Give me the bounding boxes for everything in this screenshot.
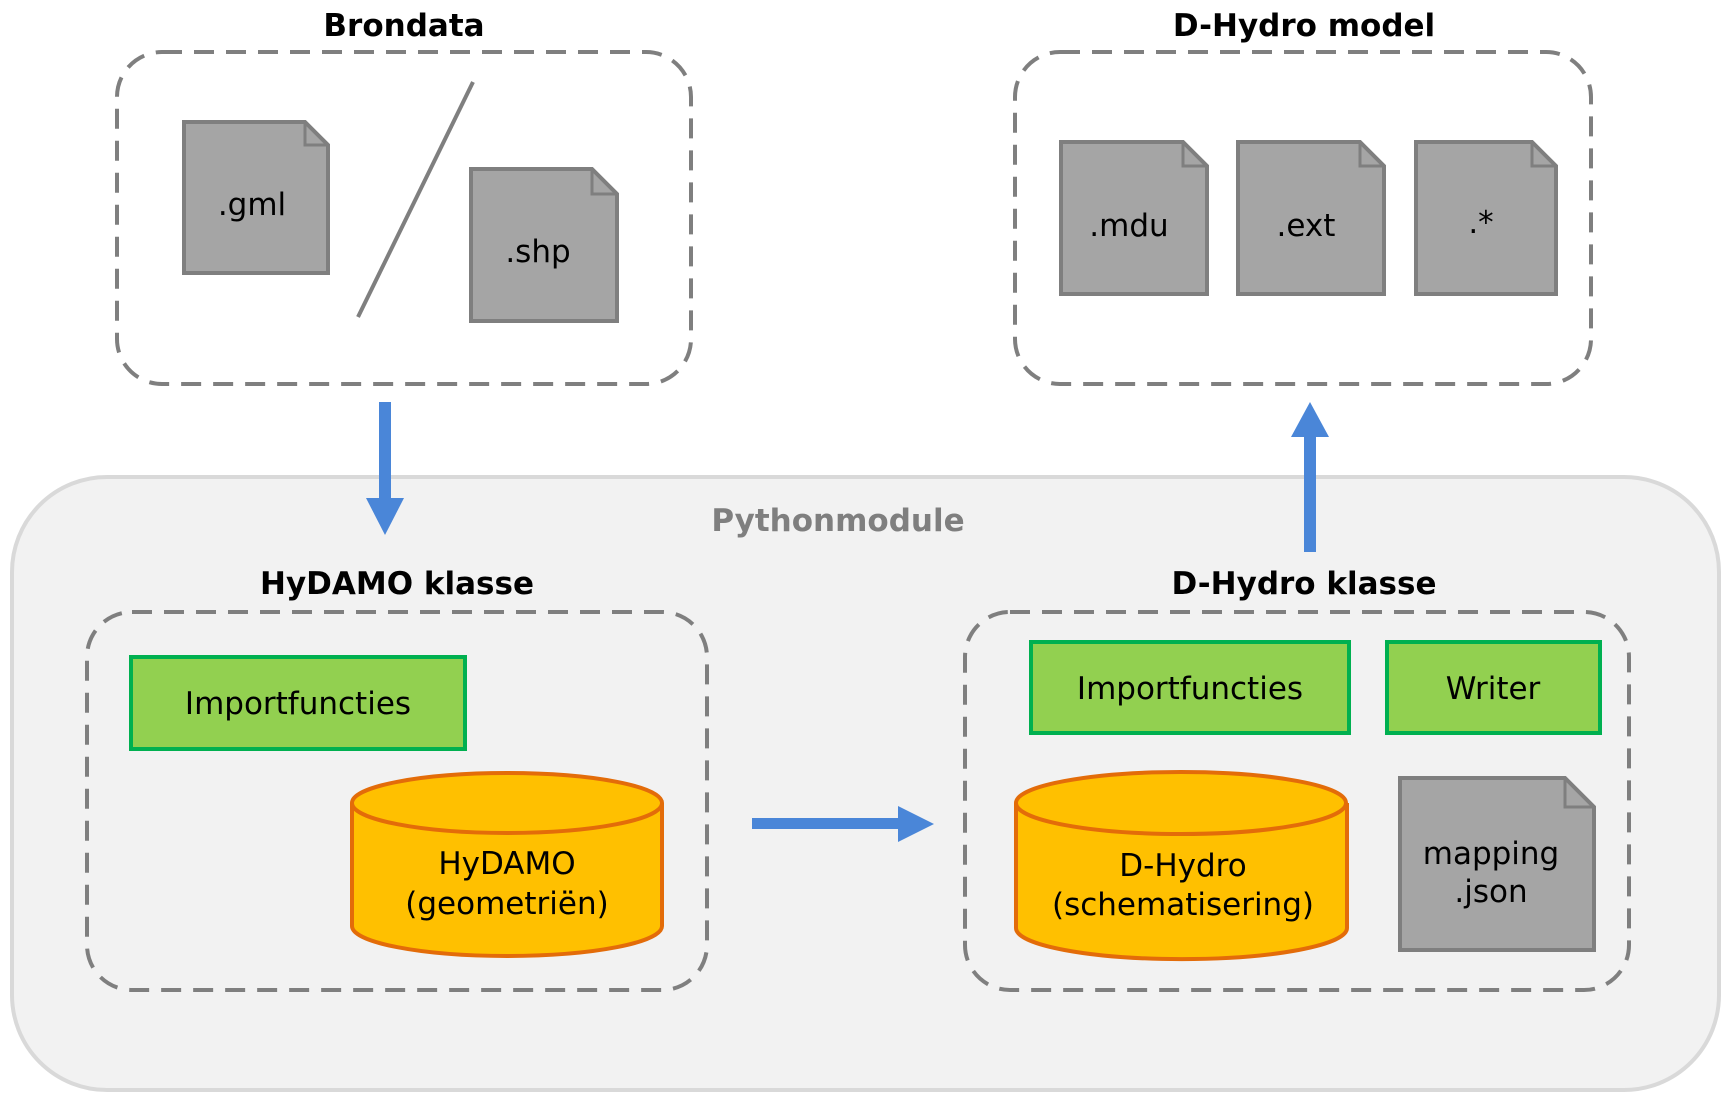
- dhydro-importfuncties-box: Importfuncties: [1029, 640, 1351, 735]
- mdu-file-label: .mdu: [1089, 208, 1168, 244]
- ext-file-icon: .ext: [1236, 140, 1386, 296]
- dhydro-model-title: D-Hydro model: [1173, 8, 1435, 44]
- hydamo-importfuncties-label: Importfuncties: [185, 686, 411, 722]
- dhydro-db-label-line1: D-Hydro: [1119, 848, 1246, 884]
- shp-file-icon: .shp: [469, 167, 619, 323]
- dhydro-db-label-line2: (schematisering): [1052, 887, 1314, 923]
- dhydro-database-icon: D-Hydro (schematisering): [1014, 770, 1349, 962]
- hydamo-klasse-title: HyDAMO klasse: [260, 566, 534, 602]
- mdu-file-icon: .mdu: [1059, 140, 1209, 296]
- dhydro-model-dashed-box: [1013, 50, 1593, 386]
- hydamo-database-icon: HyDAMO (geometriën): [350, 771, 664, 958]
- hydamo-importfuncties-box: Importfuncties: [129, 655, 467, 751]
- brondata-dashed-box: [115, 50, 693, 386]
- ext-file-label: .ext: [1277, 208, 1336, 244]
- mapping-json-file-icon: mapping .json: [1398, 776, 1596, 952]
- gml-file-label: .gml: [218, 187, 286, 223]
- gml-file-icon: .gml: [182, 120, 330, 275]
- dhydro-model-group: D-Hydro model .mdu .ext .*: [1013, 8, 1593, 386]
- dhydro-klasse-title: D-Hydro klasse: [1172, 566, 1437, 602]
- dhydro-importfuncties-label: Importfuncties: [1077, 671, 1303, 707]
- shp-file-label: .shp: [505, 234, 570, 270]
- hydamo-db-label-line2: (geometriën): [405, 886, 608, 922]
- hydamo-klasse-group: HyDAMO klasse Importfuncties HyDAMO (geo…: [85, 566, 709, 992]
- arrow-brondata-to-hydamo: [366, 402, 404, 535]
- dhydro-dashed-box: [963, 610, 1631, 992]
- dhydro-klasse-group: D-Hydro klasse Importfuncties Writer D-H…: [963, 566, 1631, 992]
- brondata-title: Brondata: [323, 8, 484, 44]
- writer-box: Writer: [1385, 640, 1602, 735]
- wildcard-file-label: .*: [1468, 205, 1493, 241]
- wildcard-file-icon: .*: [1414, 140, 1558, 296]
- hydamo-db-label-line1: HyDAMO: [438, 846, 575, 882]
- separator-slash: [356, 81, 475, 318]
- brondata-group: Brondata .gml .shp: [115, 8, 693, 386]
- arrow-dhydro-to-model: [1291, 402, 1329, 552]
- mapping-json-label-line2: .json: [1454, 874, 1527, 910]
- hydamo-dashed-box: [85, 610, 709, 992]
- arrow-hydamo-to-dhydro: [752, 806, 934, 842]
- writer-label: Writer: [1446, 671, 1541, 707]
- mapping-json-label-line1: mapping: [1423, 836, 1560, 872]
- pythonmodule-title: Pythonmodule: [711, 503, 964, 539]
